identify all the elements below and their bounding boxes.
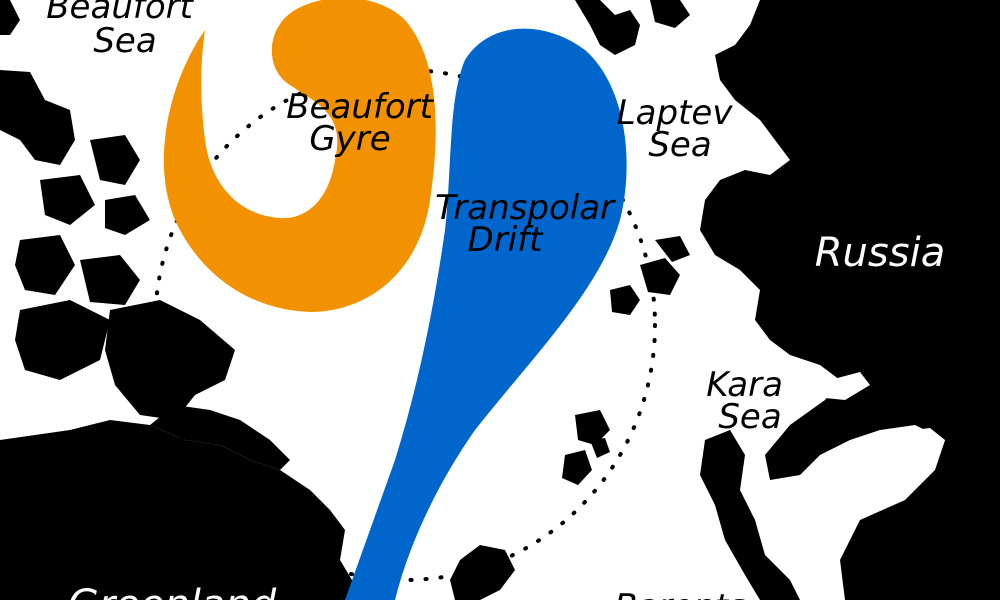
label-beaufort-gyre-line2: Gyre [309, 119, 390, 159]
label-beaufort-sea: Beaufort Sea [46, 0, 204, 61]
label-transpolar-drift-line2: Drift [468, 220, 545, 260]
label-laptev-sea-line2: Sea [648, 125, 711, 165]
label-beaufort-gyre-line1: Beaufort [286, 87, 434, 127]
label-laptev-sea: Laptev Sea [617, 93, 744, 165]
svalbard-2 [562, 450, 592, 485]
russia-gulf-2 [900, 428, 945, 455]
greenland-landmass [0, 420, 360, 600]
russia-landmass [700, 0, 1000, 600]
islands-east-3 [655, 236, 690, 262]
label-kara-sea-line2: Sea [718, 397, 781, 437]
map-labels: Beaufort Sea Beaufort Gyre Laptev Sea Tr… [46, 0, 945, 600]
canadian-archipelago-8 [0, 0, 20, 35]
canadian-archipelago-6 [80, 255, 140, 305]
transpolar-drift-current [345, 28, 627, 600]
arctic-circle-dotted [153, 68, 657, 582]
label-barents: Barents [614, 587, 746, 600]
label-russia: Russia [815, 230, 945, 276]
label-kara-sea: Kara Sea [706, 365, 794, 437]
label-greenland: Greenland [68, 582, 277, 600]
canadian-archipelago-3 [40, 175, 95, 225]
label-transpolar-drift: Transpolar Drift [435, 188, 625, 260]
label-kara-sea-line1: Kara [706, 365, 783, 405]
islands-east-2 [640, 258, 680, 295]
canadian-archipelago-4 [105, 195, 150, 235]
canadian-archipelago-1 [0, 70, 75, 165]
canadian-archipelago-2 [90, 135, 140, 185]
islands-south [450, 545, 515, 600]
svalbard-1 [575, 410, 610, 445]
russia-gulf-1 [825, 372, 870, 400]
canadian-archipelago-5 [15, 235, 75, 295]
severnaya-zemlya [575, 0, 640, 55]
label-transpolar-drift-line1: Transpolar [435, 188, 616, 228]
svalbard-3 [590, 438, 610, 458]
label-beaufort-sea-line1: Beaufort [46, 0, 194, 27]
novaya-zemlya [700, 430, 800, 600]
beaufort-gyre-current [163, 0, 436, 312]
canadian-archipelago-7 [15, 300, 110, 380]
ellesmere-island [105, 300, 235, 420]
label-beaufort-sea-line2: Sea [93, 21, 156, 61]
island-ne-1 [650, 0, 690, 28]
greenland-north-coast [150, 405, 290, 470]
label-beaufort-gyre: Beaufort Gyre [286, 87, 444, 159]
islands-east-1 [610, 285, 640, 315]
label-laptev-sea-line1: Laptev [617, 93, 734, 133]
